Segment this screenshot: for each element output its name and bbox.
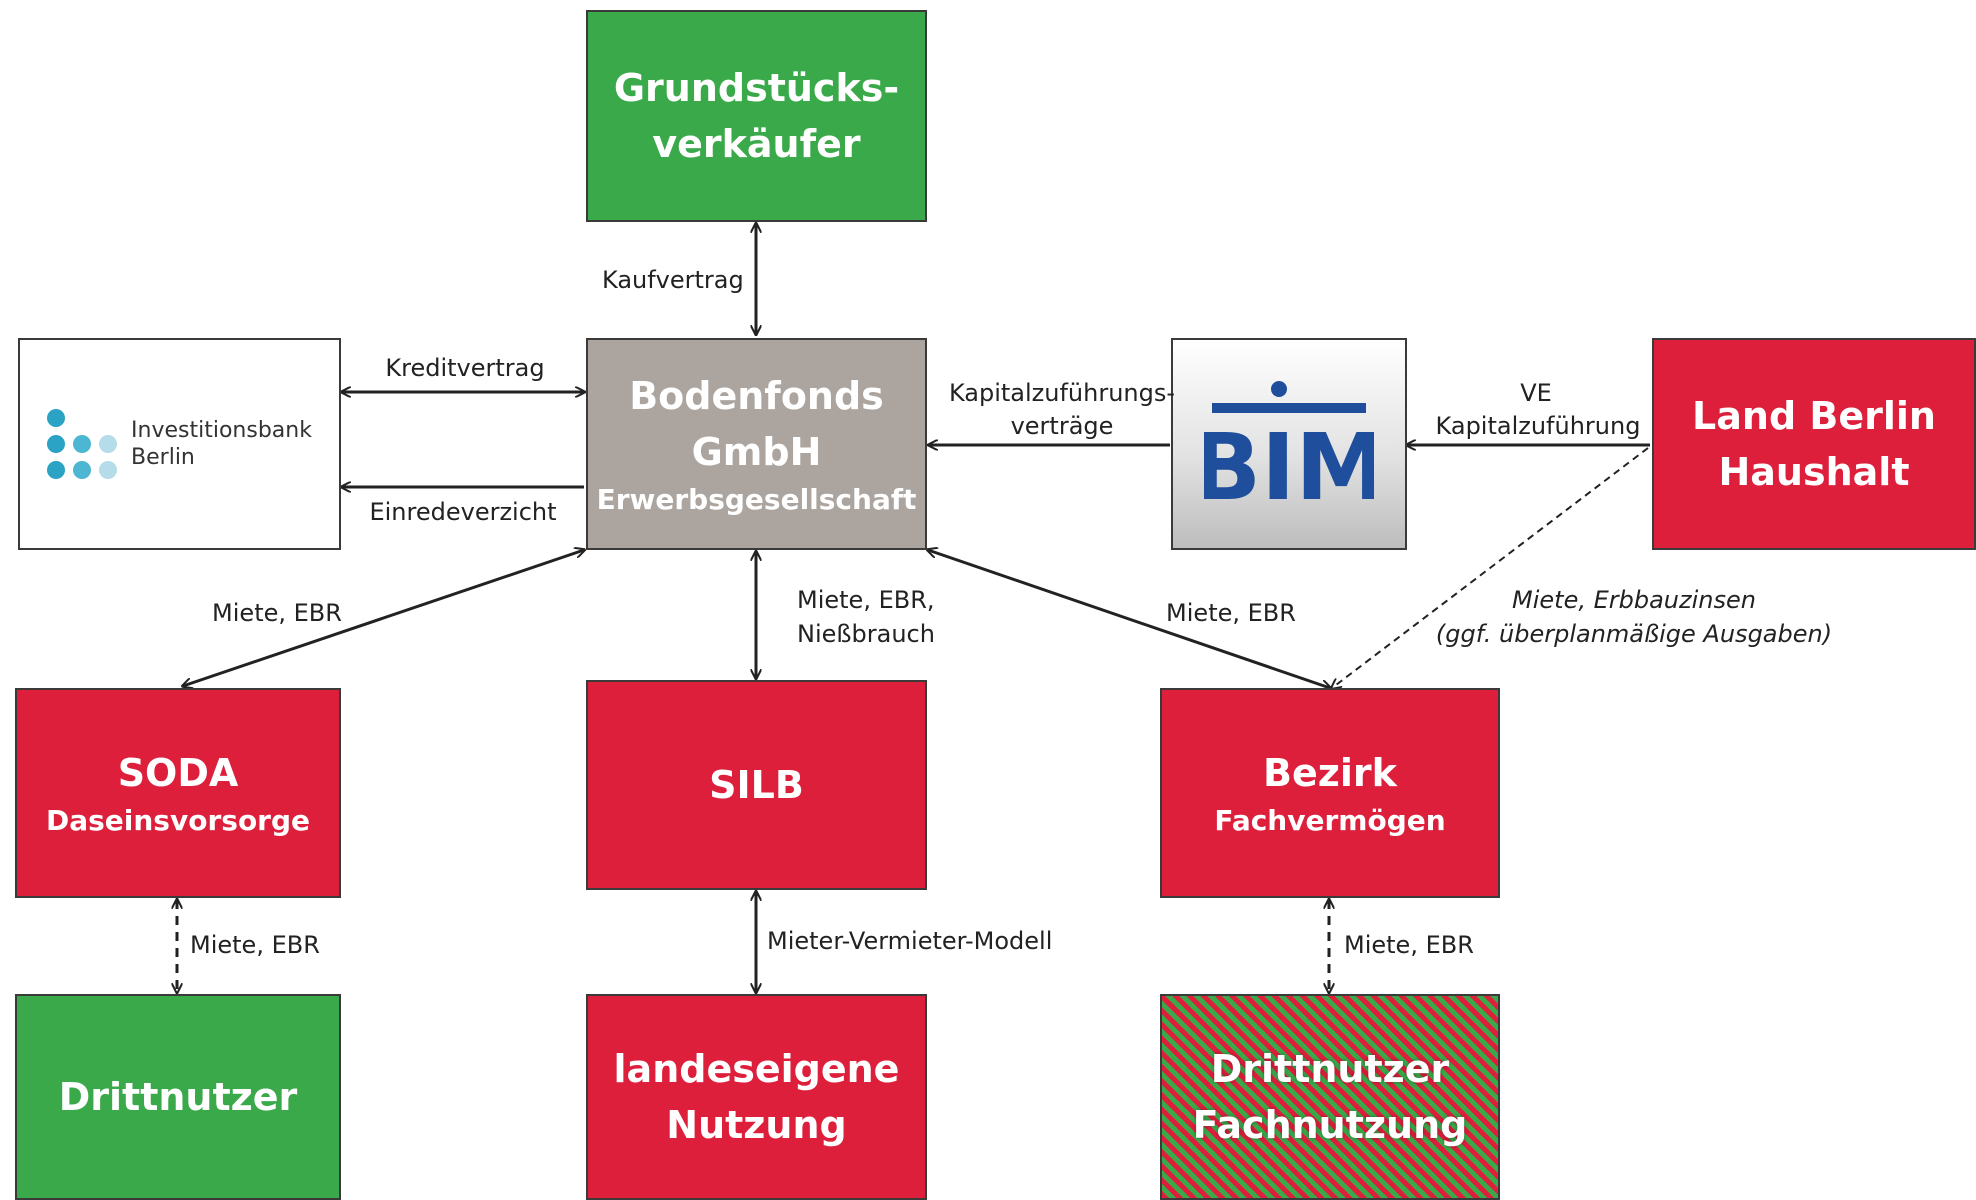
box-landeseigene-line2: Nutzung [666, 1103, 847, 1147]
box-bim: BIM [1171, 338, 1407, 550]
box-drittnutzer: Drittnutzer [15, 994, 341, 1200]
box-bezirk-line1: Bezirk [1263, 751, 1397, 795]
label-mieter-vermieter-modell: Mieter-Vermieter-Modell [767, 927, 1053, 955]
box-land-berlin-line1: Land Berlin [1692, 394, 1936, 438]
bim-logo-text: BIM [1204, 414, 1374, 509]
ibb-name-line2: Berlin [131, 445, 195, 470]
arrow-landberlin-bezirk [1332, 447, 1649, 688]
bim-logo-graphic: BIM [1191, 381, 1387, 521]
box-grundstuecksverkaeufer-line2: verkäufer [652, 122, 861, 166]
box-investitionsbank: Investitionsbank Berlin [18, 338, 341, 550]
ibb-name-line1: Investitionsbank [131, 418, 312, 443]
box-drittnutzer-fach-line2: Fachnutzung [1192, 1103, 1468, 1147]
label-kapitalzufuehrungs-line2: verträge [1010, 412, 1114, 440]
box-bodenfonds-line2: GmbH [691, 430, 822, 474]
box-land-berlin: Land Berlin Haushalt [1652, 338, 1976, 550]
label-einredeverzicht: Einredeverzicht [369, 498, 557, 526]
box-bodenfonds-line3: Erwerbsgesellschaft [596, 483, 917, 516]
box-drittnutzer-line1: Drittnutzer [58, 1075, 298, 1119]
label-miete-ebr-niessbrauch-line2: Nießbrauch [797, 620, 935, 648]
box-landeseigene-line1: landeseigene [613, 1047, 900, 1091]
box-bodenfonds-line1: Bodenfonds [629, 374, 884, 418]
box-grundstuecksverkaeufer: Grundstücks- verkäufer [586, 10, 927, 222]
box-grundstuecksverkaeufer-line1: Grundstücks- [613, 66, 900, 110]
label-erbbauzinsen-line2: (ggf. überplanmäßige Ausgaben) [1435, 620, 1833, 648]
label-kreditvertrag: Kreditvertrag [385, 354, 545, 382]
box-silb: SILB [586, 680, 927, 890]
box-land-berlin-line2: Haushalt [1718, 450, 1910, 494]
label-kapitalzufuehrungs-line1: Kapitalzuführungs- [948, 379, 1176, 407]
box-silb-line1: SILB [709, 763, 804, 807]
arrow-bodenfonds-bezirk [928, 550, 1330, 688]
bim-logo: BIM [1191, 379, 1387, 521]
label-ve-kapitalzufuehrung: Kapitalzuführung [1435, 412, 1641, 440]
label-ve: VE [1520, 379, 1552, 407]
label-kaufvertrag: Kaufvertrag [602, 266, 744, 294]
arrow-bodenfonds-soda [183, 550, 584, 686]
label-erbbauzinsen-line1: Miete, Erbbauzinsen [1512, 586, 1756, 614]
box-drittnutzer-fachnutzung: Drittnutzer Fachnutzung [1160, 994, 1500, 1200]
box-soda-line2: Daseinsvorsorge [45, 804, 311, 837]
box-bodenfonds: Bodenfonds GmbH Erwerbsgesellschaft [586, 338, 927, 550]
ibb-logo: Investitionsbank Berlin [47, 409, 312, 479]
label-miete-ebr-bezirk-link: Miete, EBR [1166, 599, 1296, 627]
label-miete-ebr-drittnutzer: Miete, EBR [190, 931, 320, 959]
box-landeseigene-nutzung: landeseigene Nutzung [586, 994, 927, 1200]
box-bezirk-line2: Fachvermögen [1214, 804, 1446, 837]
box-soda-line1: SODA [117, 751, 239, 795]
box-soda: SODA Daseinsvorsorge [15, 688, 341, 898]
ibb-dots-icon [47, 409, 118, 479]
box-drittnutzer-fach-line1: Drittnutzer [1210, 1047, 1450, 1091]
label-miete-ebr-fachnutzung: Miete, EBR [1344, 931, 1474, 959]
label-miete-ebr-soda-link: Miete, EBR [212, 599, 342, 627]
label-miete-ebr-niessbrauch-line1: Miete, EBR, [797, 586, 935, 614]
box-bezirk: Bezirk Fachvermögen [1160, 688, 1500, 898]
